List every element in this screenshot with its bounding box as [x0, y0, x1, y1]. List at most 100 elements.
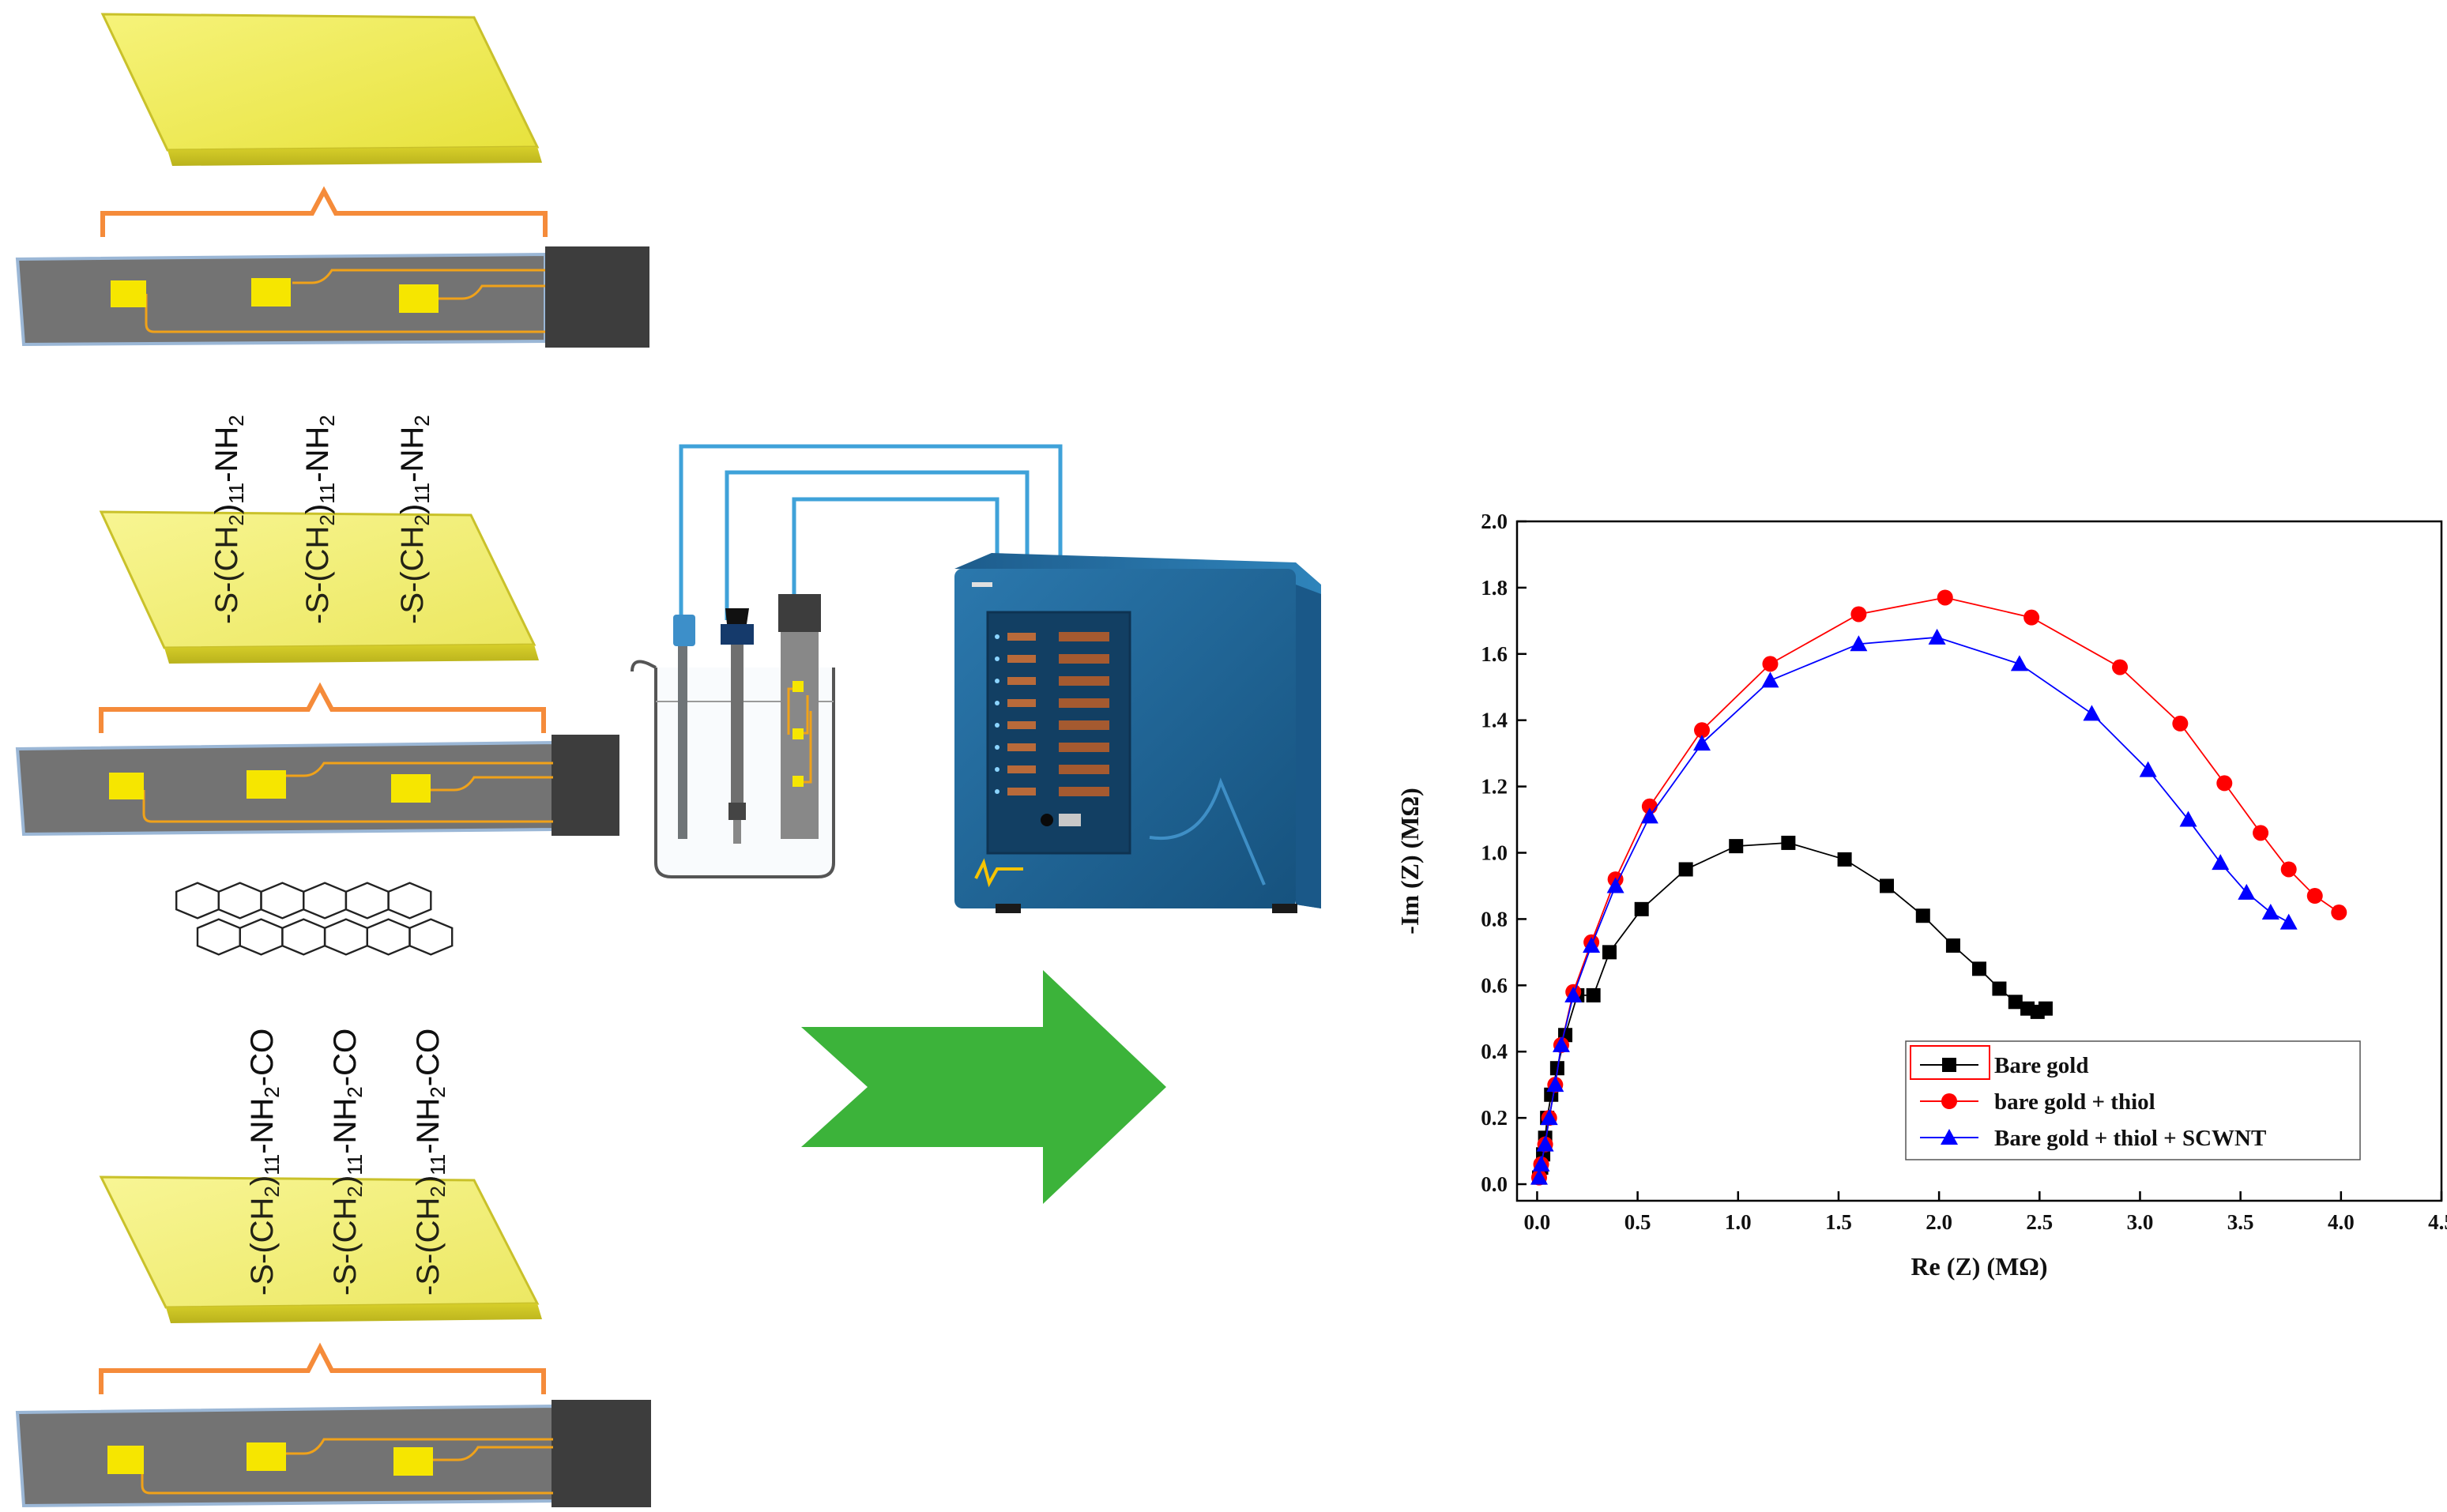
- channel-connector: [1007, 655, 1036, 663]
- data-point: [2112, 659, 2129, 675]
- plot-frame: [1515, 520, 2443, 1202]
- y-tick-label: 1.8: [1481, 576, 1508, 600]
- data-point: [1942, 1058, 1956, 1072]
- legend-highlight: [1910, 1045, 1990, 1080]
- data-point: [1941, 1093, 1957, 1109]
- legend-label: Bare gold + thiol + SCWNT: [1994, 1126, 2266, 1151]
- channel-port: [1059, 676, 1109, 686]
- y-tick-label: 0.0: [1481, 1172, 1508, 1196]
- legend-box: [1905, 1040, 2361, 1160]
- hexagon-ring: [260, 882, 305, 920]
- channel-port: [1059, 787, 1109, 796]
- series-line: [1538, 636, 2290, 1178]
- data-point: [1694, 722, 1710, 739]
- data-point: [1880, 878, 1894, 893]
- data-point: [2238, 883, 2256, 900]
- hexagon-ring: [323, 918, 368, 956]
- channel-led: [995, 767, 1000, 772]
- data-point: [2172, 715, 2189, 732]
- working-electrode: [721, 608, 754, 844]
- thiol-label-3-overlay: -S-(CH2)11-NH2: [395, 415, 434, 624]
- legend-label: Bare gold: [1994, 1053, 2089, 1078]
- y-tick-label: 1.4: [1481, 709, 1508, 732]
- hexagon-ring: [366, 918, 411, 956]
- data-point: [2331, 905, 2347, 921]
- channel-led: [995, 701, 1000, 705]
- gold-plate-2: [99, 510, 539, 664]
- channel-connector: [1007, 699, 1036, 707]
- channel-connector: [1007, 788, 1036, 795]
- x-tick-label: 1.0: [1725, 1210, 1752, 1234]
- brand-logo: [974, 858, 1023, 888]
- data-point: [1583, 936, 1601, 953]
- data-point: [1761, 671, 1779, 688]
- cnt-label-1-overlay: -S-(CH2)11-NH2-CO: [245, 1029, 284, 1296]
- data-point: [2139, 761, 2157, 777]
- data-point: [1781, 835, 1796, 850]
- channel-port: [1059, 698, 1109, 708]
- cnt-label-2-overlay: -S-(CH2)11-NH2-CO: [328, 1029, 367, 1296]
- connecting-wires: [679, 444, 1063, 624]
- channel-port: [1059, 720, 1109, 730]
- data-point: [1972, 961, 1986, 976]
- data-point: [1850, 606, 1867, 622]
- hexagon-ring: [281, 918, 326, 956]
- gold-plate-3: [99, 1175, 542, 1323]
- y-tick-label: 0.6: [1481, 973, 1508, 997]
- process-arrow: [801, 970, 1166, 1204]
- data-point: [1678, 862, 1693, 877]
- x-tick-label: 0.0: [1524, 1210, 1551, 1234]
- data-point: [1552, 1036, 1570, 1052]
- data-point: [1532, 1155, 1550, 1172]
- y-tick-label: 1.2: [1481, 775, 1508, 799]
- y-tick-label: 0.2: [1481, 1106, 1508, 1130]
- data-point: [1564, 986, 1583, 1002]
- hexagon-ring: [303, 882, 348, 920]
- x-tick-label: 1.5: [1825, 1210, 1852, 1234]
- data-point: [2306, 888, 2323, 905]
- brace-2: [99, 682, 546, 733]
- y-tick-label: 0.8: [1481, 907, 1508, 931]
- x-axis-label: Re (Z) (MΩ): [1911, 1252, 2047, 1281]
- carbon-nanotube-lattice: [175, 882, 454, 956]
- x-tick-label: 2.0: [1926, 1210, 1952, 1234]
- series-triangle: [1530, 628, 2298, 1185]
- data-point: [1941, 1129, 1958, 1145]
- data-point: [2179, 811, 2197, 827]
- channel-led: [995, 634, 1000, 639]
- channel-connector: [1007, 765, 1036, 773]
- data-point: [1540, 1109, 1558, 1126]
- data-point: [1729, 839, 1744, 854]
- channel-led: [995, 745, 1000, 750]
- gold-plate-1: [100, 13, 542, 166]
- channel-connector: [1007, 633, 1036, 641]
- sensor-strip-electrode: [778, 594, 821, 839]
- data-point: [2212, 854, 2230, 871]
- data-point: [1546, 1076, 1564, 1093]
- x-tick-label: 0.5: [1624, 1210, 1651, 1234]
- data-point: [2038, 1001, 2053, 1016]
- data-point: [1536, 1135, 1554, 1152]
- data-point: [2010, 655, 2028, 671]
- channel-port: [1059, 632, 1109, 641]
- hexagon-ring: [196, 918, 241, 956]
- y-tick-label: 2.0: [1481, 510, 1508, 533]
- hexagon-ring: [387, 882, 432, 920]
- data-point: [1945, 938, 1960, 953]
- brace-3: [99, 1342, 546, 1394]
- electrode-strip-3: [15, 1400, 651, 1508]
- data-point: [2083, 705, 2101, 721]
- x-tick-label: 2.5: [2026, 1210, 2053, 1234]
- y-tick-label: 1.6: [1481, 642, 1508, 666]
- data-point: [2280, 861, 2297, 878]
- potentiostat: [954, 553, 1321, 913]
- cnt-label-3-overlay: -S-(CH2)11-NH2-CO: [411, 1029, 450, 1296]
- data-point: [1640, 807, 1658, 824]
- hexagon-ring: [175, 882, 220, 920]
- data-point: [1602, 945, 1617, 960]
- data-point: [1634, 901, 1649, 916]
- data-point: [2008, 995, 2023, 1010]
- data-point: [1530, 1168, 1548, 1185]
